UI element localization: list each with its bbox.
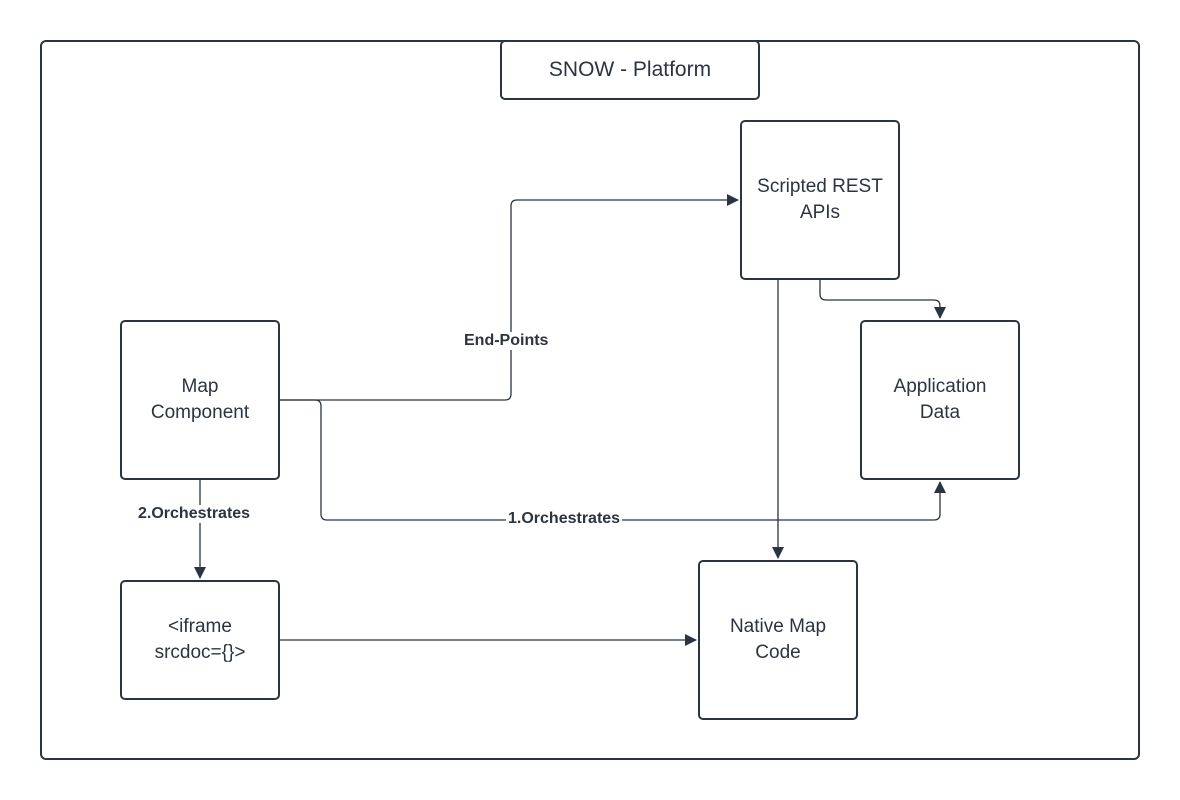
node-label-line: srcdoc={}> bbox=[154, 642, 246, 663]
node-label-line: Scripted REST bbox=[757, 176, 883, 197]
node-label-line: Native Map bbox=[729, 616, 827, 637]
edge-rest-to-appdata bbox=[819, 280, 946, 319]
scripted-rest-apis-node: Scripted REST APIs bbox=[740, 120, 900, 280]
node-label-line: Data bbox=[919, 402, 961, 423]
edge-label-end-points: End-Points bbox=[462, 332, 551, 350]
node-label-line: APIs bbox=[799, 202, 841, 223]
node-label-line: Code bbox=[755, 642, 801, 663]
map-component-node: Map Component bbox=[120, 320, 280, 480]
node-label-line: Map bbox=[181, 376, 219, 397]
node-label-line: Application bbox=[893, 376, 987, 397]
native-map-code-node: Native Map Code bbox=[698, 560, 858, 720]
iframe-node: <iframe srcdoc={}> bbox=[120, 580, 280, 700]
edge-label-orchestrates-2: 2.Orchestrates bbox=[136, 505, 253, 523]
node-label-line: Component bbox=[150, 402, 250, 423]
edge-map-to-appdata bbox=[280, 399, 946, 521]
edge-label-orchestrates-1: 1.Orchestrates bbox=[506, 510, 623, 528]
platform-title: SNOW - Platform bbox=[500, 40, 760, 100]
application-data-node: Application Data bbox=[860, 320, 1020, 480]
node-label-line: <iframe bbox=[168, 616, 232, 637]
edge-map-to-rest bbox=[280, 194, 739, 401]
